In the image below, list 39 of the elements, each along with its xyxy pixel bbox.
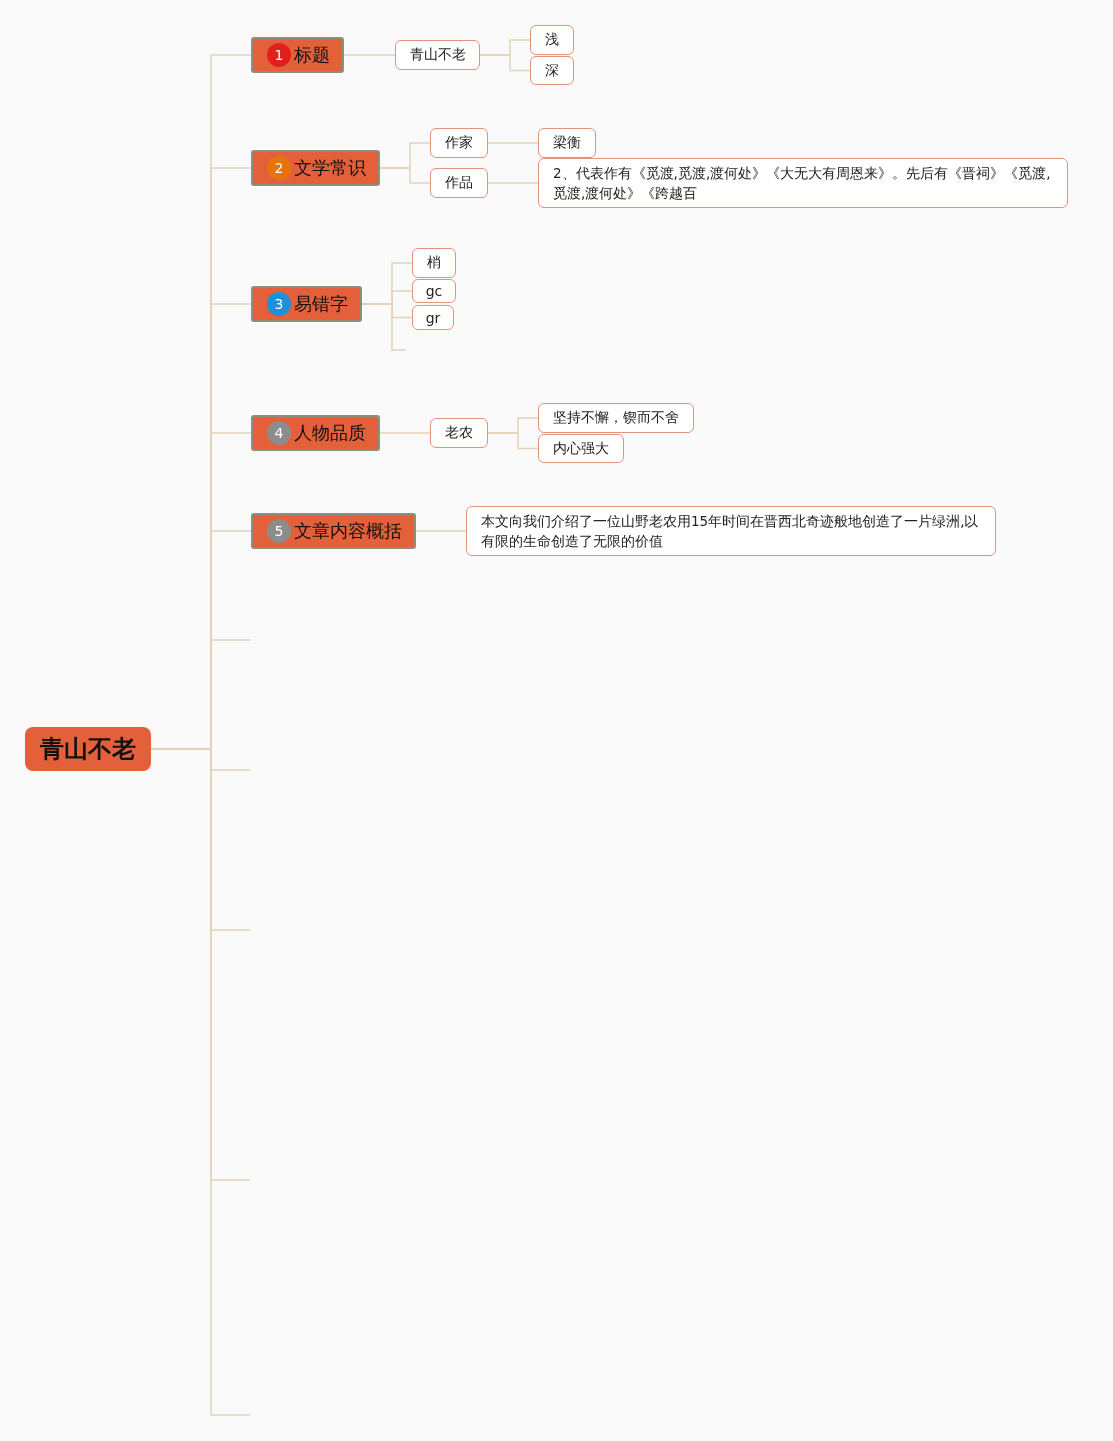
subtopic-box: gr [412,305,454,330]
main-topic-box [251,286,362,322]
subtopic-box: 作品 [430,168,488,198]
number-badge: 4 [267,421,291,445]
connector-line [379,432,431,434]
number-badge: 3 [267,292,291,316]
topic-label: 易错字 [294,292,348,316]
topic-label: 文章内容概括 [294,519,402,543]
main-topic-box [251,150,380,186]
connector-line [343,54,396,56]
number-badge: 1 [267,43,291,67]
main-topic-box [251,513,416,549]
note-box: 2、代表作有《觅渡,觅渡,渡何处》《大无大有周恩来》。先后有《晋祠》《觅渡,觅渡,渡何处》《跨越百 [538,158,1068,208]
subtopic-box: 深 [530,56,574,85]
connector-line [415,530,467,532]
topic-label: 标题 [294,43,330,67]
connector-line [487,142,539,144]
connector-line [487,182,539,184]
subtopic-box: gc [412,279,456,303]
connector-line [361,303,407,351]
subtopic-box: 梁衡 [538,128,596,158]
main-topic-box [251,37,344,73]
topic-label: 文学常识 [294,156,366,180]
central-topic-box: 青山不老 [25,727,151,771]
subtopic-box: 作家 [430,128,488,158]
subtopic-box: 坚持不懈，锲而不舍 [538,403,694,433]
subtopic-box: 浅 [530,25,574,55]
subtopic-box: 青山不老 [395,40,480,70]
connector-line [487,432,539,450]
subtopic-box: 老农 [430,418,488,448]
connector-line [379,167,431,184]
note-box: 本文向我们介绍了一位山野老农用15年时间在晋西北奇迹般地创造了一片绿洲,以有限的生命创造了无限的价值 [466,506,996,556]
number-badge: 2 [267,156,291,180]
topic-label: 人物品质 [294,421,366,445]
connector-line [479,54,531,72]
main-topic-box [251,415,380,451]
subtopic-box: 梢 [412,248,456,278]
subtopic-box: 内心强大 [538,434,624,463]
number-badge: 5 [267,519,291,543]
